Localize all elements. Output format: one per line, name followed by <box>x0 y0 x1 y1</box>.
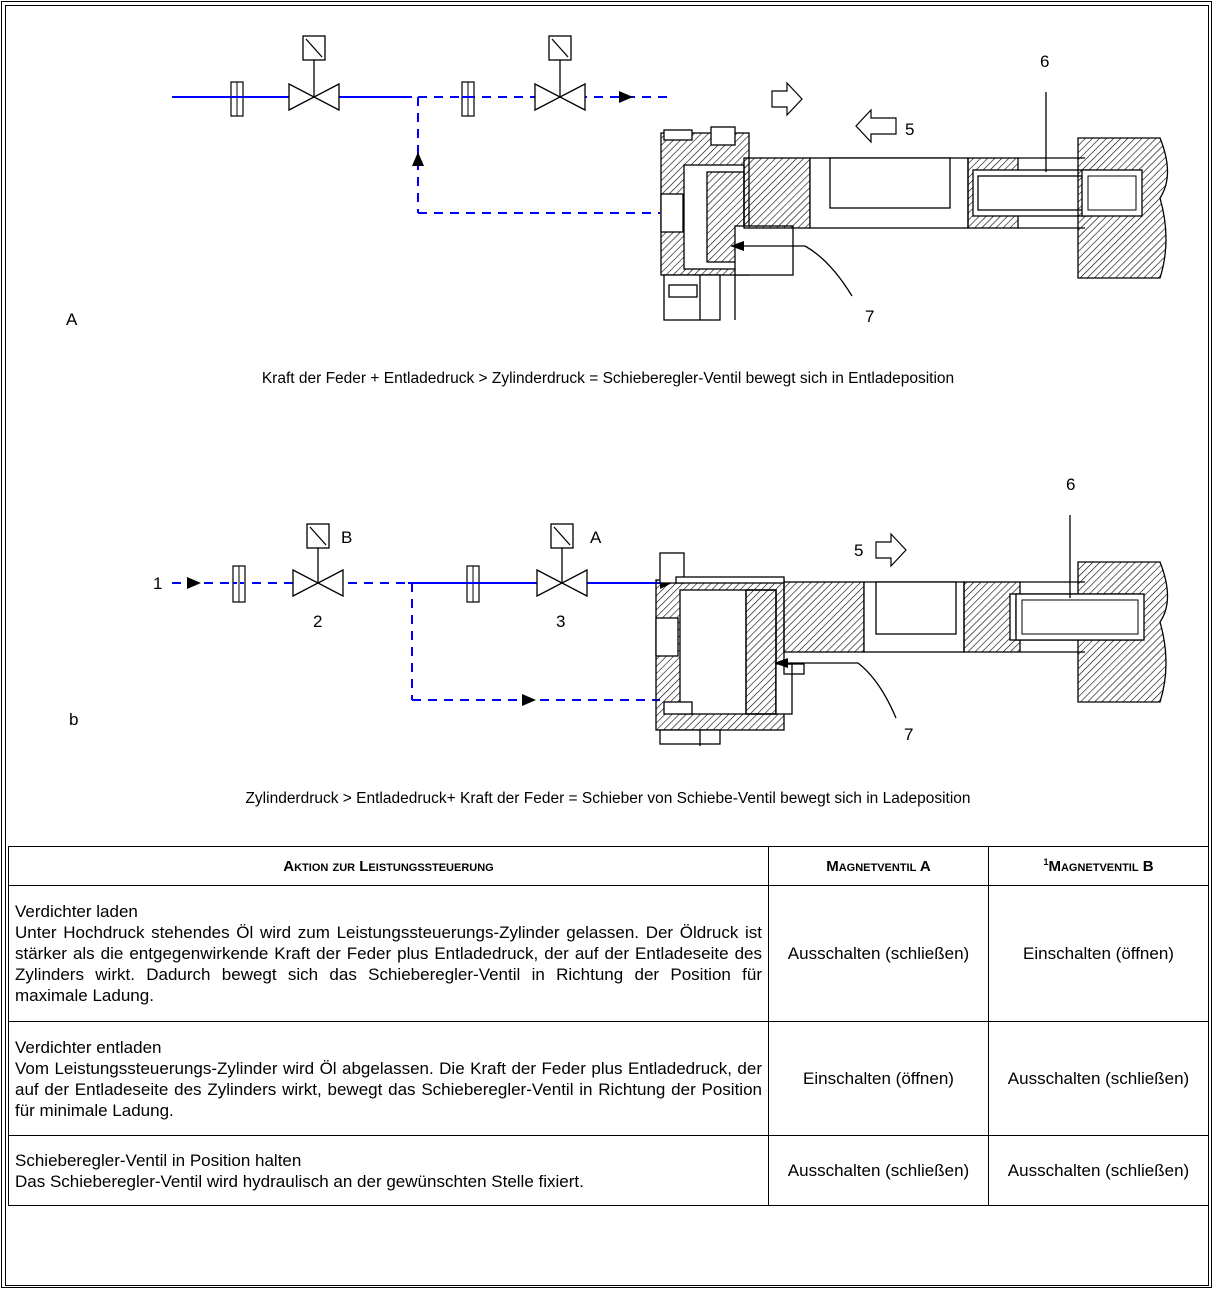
diagram-b <box>172 515 1169 746</box>
header-footnote-mark: 1 <box>1043 857 1049 867</box>
row-body: Vom Leistungssteuerungs-Zylinder wird Öl… <box>15 1058 762 1120</box>
callout-6-a: 6 <box>1040 52 1050 71</box>
diagram-a-label: A <box>66 310 78 329</box>
callout-3: 3 <box>556 612 566 631</box>
row-valve-a-state: Ausschalten (schließen) <box>768 1135 989 1206</box>
row-title: Verdichter laden <box>15 902 138 921</box>
diagram-a <box>172 35 1169 321</box>
callout-6-b: 6 <box>1066 475 1076 494</box>
valve-b-letter: B <box>341 528 353 547</box>
row-body: Unter Hochdruck stehendes Öl wird zum Le… <box>15 923 762 1005</box>
capacity-cylinder-a <box>660 126 1090 321</box>
valve-a-letter: A <box>590 528 602 547</box>
header-valve-a: Magnetventil A <box>768 846 989 886</box>
flow-arrow-up <box>412 152 424 166</box>
hydraulic-schematic <box>172 35 1169 746</box>
row-title: Schieberegler-Ventil in Position halten <box>15 1150 302 1170</box>
table-header-row: Aktion zur Leistungssteuerung Magnetvent… <box>8 846 1209 886</box>
row-valve-b-state: Einschalten (öffnen) <box>988 885 1209 1022</box>
header-valve-b: 1Magnetventil B <box>988 846 1209 886</box>
solenoid-valve-b <box>292 523 344 598</box>
return-arrow <box>522 694 536 706</box>
row-description: Schieberegler-Ventil in Position halten … <box>8 1135 769 1206</box>
table-row: Schieberegler-Ventil in Position halten … <box>8 1135 1209 1206</box>
row-valve-a-state: Einschalten (öffnen) <box>768 1021 989 1136</box>
callout-7-b: 7 <box>904 725 914 744</box>
table-row: Verdichter entladen Vom Leistungssteueru… <box>8 1021 1209 1136</box>
row-valve-b-state: Ausschalten (schließen) <box>988 1135 1209 1206</box>
supply-line-dashed <box>172 582 660 701</box>
direction-arrow-right-b <box>875 532 907 568</box>
restrictor-1 <box>230 81 244 117</box>
table-row: Verdichter laden Unter Hochdruck stehend… <box>8 885 1209 1022</box>
restrictor-4 <box>466 565 480 603</box>
callout-5-b: 5 <box>854 541 864 560</box>
flow-arrow-right <box>619 91 633 103</box>
row-valve-a-state: Ausschalten (schließen) <box>768 885 989 1022</box>
row-valve-b-state: Ausschalten (schließen) <box>988 1021 1209 1136</box>
caption-a: Kraft der Feder + Entladedruck > Zylinde… <box>261 370 955 387</box>
solenoid-valve-a <box>536 523 588 598</box>
inlet-arrow <box>187 577 201 589</box>
callout-1: 1 <box>153 574 163 593</box>
row-body: Das Schieberegler-Ventil wird hydraulisc… <box>15 1171 584 1191</box>
row-description: Verdichter laden Unter Hochdruck stehend… <box>8 885 769 1022</box>
direction-arrow-right <box>771 81 803 117</box>
capacity-cylinder-b <box>655 552 1141 746</box>
diagram-b-label: b <box>69 710 79 729</box>
leader-7-b <box>778 662 897 719</box>
header-valve-b-label: Magnetventil B <box>1048 858 1154 875</box>
header-action: Aktion zur Leistungssteuerung <box>8 846 769 886</box>
direction-arrow-left <box>855 108 897 144</box>
leader-7-a <box>734 245 853 297</box>
solenoid-valve-1 <box>288 35 340 112</box>
solenoid-valve-2 <box>534 35 586 112</box>
row-description: Verdichter entladen Vom Leistungssteueru… <box>8 1021 769 1136</box>
row-title: Verdichter entladen <box>15 1037 162 1057</box>
restrictor-2 <box>461 81 475 117</box>
capacity-control-table: Aktion zur Leistungssteuerung Magnetvent… <box>8 846 1209 1206</box>
callout-5-a: 5 <box>905 120 915 139</box>
callout-7-a: 7 <box>865 307 875 326</box>
restrictor-3 <box>232 565 246 603</box>
inner-border <box>5 5 1209 1286</box>
callout-2: 2 <box>313 612 323 631</box>
return-line-dashed <box>417 96 668 214</box>
caption-b: Zylinderdruck > Entladedruck+ Kraft der … <box>245 790 971 807</box>
